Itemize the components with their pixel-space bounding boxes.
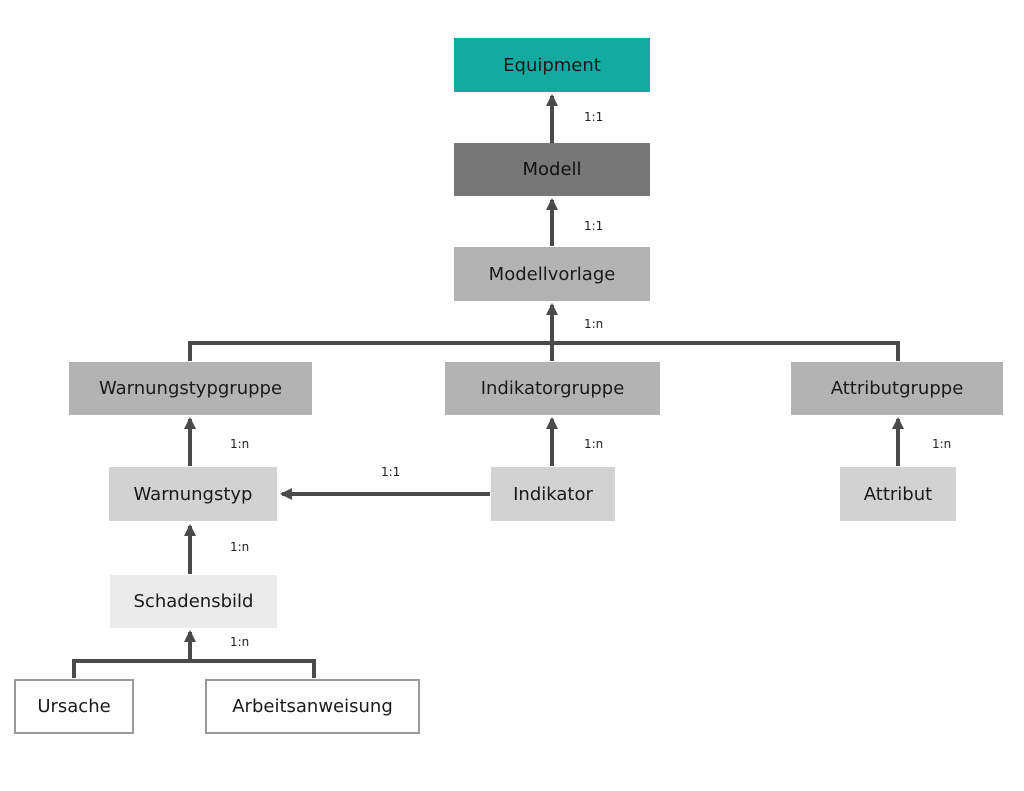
cardinality-modell-equipment: 1:1 bbox=[584, 110, 604, 124]
connector-children-bracket bbox=[72, 659, 316, 678]
node-modell: Modell bbox=[454, 143, 650, 196]
node-equipment: Equipment bbox=[454, 38, 650, 92]
node-attributgruppe: Attributgruppe bbox=[791, 362, 1003, 415]
node-warnungstyp: Warnungstyp bbox=[109, 467, 277, 521]
node-warnungstypgruppe: Warnungstypgruppe bbox=[69, 362, 312, 415]
cardinality-groups-modellvorlage: 1:n bbox=[584, 317, 604, 331]
cardinality-modellvorlage-modell: 1:1 bbox=[584, 219, 604, 233]
connector-groups-bracket bbox=[188, 341, 900, 361]
cardinality-indikator-gruppe: 1:n bbox=[584, 437, 604, 451]
cardinality-attribut-gruppe: 1:n bbox=[932, 437, 952, 451]
cardinality-children-schadensbild: 1:n bbox=[230, 635, 250, 649]
node-attribut: Attribut bbox=[840, 467, 956, 521]
cardinality-schadensbild-warnungstyp: 1:n bbox=[230, 540, 250, 554]
node-indikator: Indikator bbox=[491, 467, 615, 521]
node-modellvorlage: Modellvorlage bbox=[454, 247, 650, 301]
cardinality-warnungstyp-gruppe: 1:n bbox=[230, 437, 250, 451]
node-arbeitsanweisung: Arbeitsanweisung bbox=[205, 679, 420, 734]
node-indikatorgruppe: Indikatorgruppe bbox=[445, 362, 660, 415]
node-schadensbild: Schadensbild bbox=[110, 575, 277, 628]
node-ursache: Ursache bbox=[14, 679, 134, 734]
cardinality-indikator-warnungstyp: 1:1 bbox=[381, 465, 401, 479]
